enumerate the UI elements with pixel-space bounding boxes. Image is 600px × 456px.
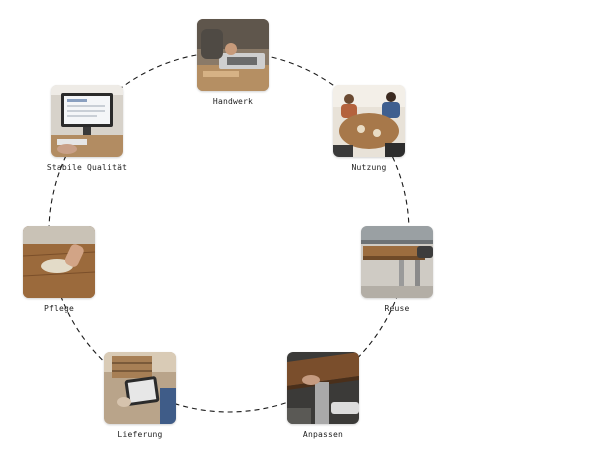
stage-reuse: Reuse [342, 226, 452, 313]
stage-anpassen: Anpassen [268, 352, 378, 439]
stage-lieferung: Lieferung [85, 352, 195, 439]
tablet-delivery-photo-icon [104, 352, 176, 424]
stage-label: Lieferung [117, 430, 163, 439]
stage-label: Reuse [384, 304, 410, 313]
stage-label: Handwerk [212, 97, 254, 106]
stage-label: Pflege [43, 304, 75, 313]
stage-stabile-qualitaet: Stabile Qualität [32, 85, 142, 172]
stage-label: Stabile Qualität [46, 163, 128, 172]
woodworking-photo-icon [197, 19, 269, 91]
stage-handwerk: Handwerk [178, 19, 288, 106]
table-leg-adjust-photo-icon [287, 352, 359, 424]
stage-pflege: Pflege [4, 226, 114, 313]
stage-nutzung: Nutzung [314, 85, 424, 172]
people-at-table-photo-icon [333, 85, 405, 157]
cleaning-table-photo-icon [23, 226, 95, 298]
stage-label: Anpassen [302, 430, 344, 439]
table-reuse-photo-icon [361, 226, 433, 298]
computer-quality-photo-icon [51, 85, 123, 157]
stage-label: Nutzung [351, 163, 387, 172]
